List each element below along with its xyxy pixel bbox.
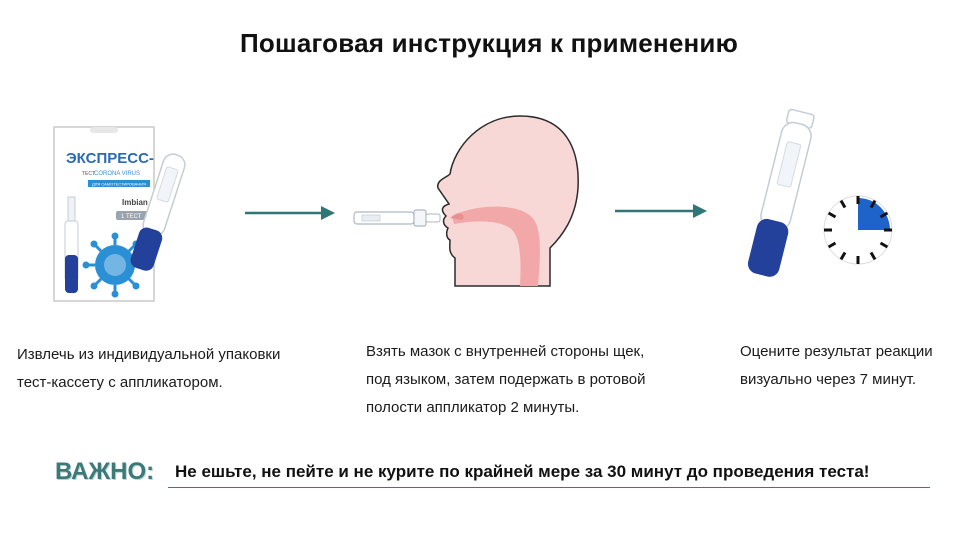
- step-2-text: Взять мазок с внутренней стороны щек, по…: [366, 338, 646, 422]
- step-3-line: Оцените результат реакции: [740, 343, 933, 360]
- head-profile-icon: [353, 115, 579, 287]
- step-1-line: Извлечь из индивидуальной упаковки: [17, 346, 281, 363]
- svg-text:ТЕСТ: ТЕСТ: [82, 171, 95, 177]
- important-text: Не ешьте, не пейте и не курите по крайне…: [175, 462, 870, 481]
- step-3-text: Оцените результат реакции визуально чере…: [740, 338, 933, 394]
- step-2-line: полости аппликатор 2 минуты.: [366, 399, 580, 416]
- step-1-text: Извлечь из индивидуальной упаковки тест-…: [17, 341, 280, 397]
- svg-text:1 ТЕСТ: 1 ТЕСТ: [121, 214, 142, 220]
- arrow-right-icon: [245, 206, 335, 220]
- step-2-line: под языком, затем подержать в ротовой: [366, 371, 646, 388]
- step-1-line: тест-кассету с аппликатором.: [17, 374, 223, 391]
- step-3-line: визуально через 7 минут.: [740, 371, 917, 388]
- important-underline: [168, 487, 930, 488]
- package-brand: ЭКСПРЕСС-: [66, 150, 154, 167]
- important-label: ВАЖНО:: [55, 458, 155, 485]
- step-2-line: Взять мазок с внутренней стороны щек,: [366, 343, 645, 360]
- svg-text:Imbian: Imbian: [122, 198, 148, 207]
- arrow-right-icon: [615, 204, 707, 218]
- applicator-icon: [747, 108, 815, 277]
- svg-text:ДЛЯ САМОТЕСТИРОВАНИЯ: ДЛЯ САМОТЕСТИРОВАНИЯ: [92, 182, 146, 187]
- package-icon: ЭКСПРЕСС- ТЕСТ CORONA VIRUS ДЛЯ САМОТЕСТ…: [53, 126, 186, 302]
- svg-text:CORONA VIRUS: CORONA VIRUS: [94, 171, 140, 177]
- page-title: Пошаговая инструкция к применению: [240, 28, 738, 58]
- timer-icon: [823, 195, 893, 265]
